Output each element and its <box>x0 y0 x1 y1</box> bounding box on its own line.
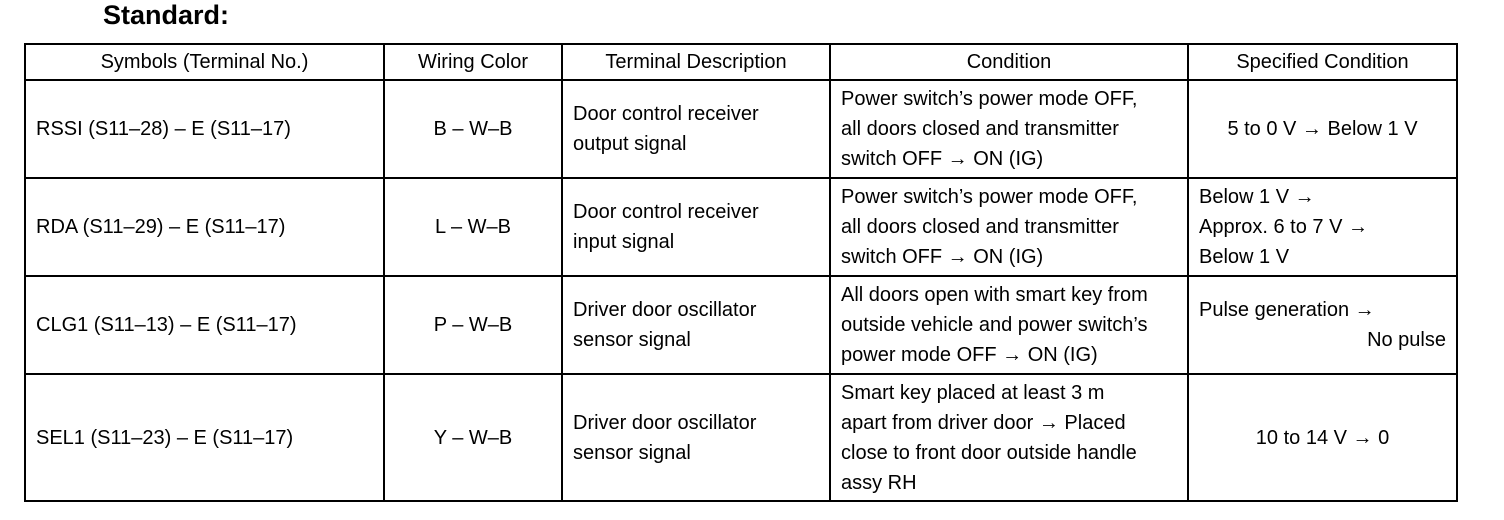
cell-condition-line: Power switch’s power mode OFF, <box>841 186 1138 208</box>
cell-condition-line: Smart key placed at least 3 m <box>841 381 1105 404</box>
cell-terminal-description: Door control receiver output signal <box>561 79 831 179</box>
cell-symbol: CLG1 (S11–13) – E (S11–17) <box>24 275 385 375</box>
cell-wiring-color: P – W–B <box>383 275 563 375</box>
cell-terminal-description-line: output signal <box>573 133 687 155</box>
header-specified-condition: Specified Condition <box>1187 43 1458 81</box>
cell-condition-line: all doors closed and transmitter <box>841 118 1119 140</box>
cell-condition: Smart key placed at least 3 m apart from … <box>829 373 1189 502</box>
cell-terminal-description-line: Door control receiver <box>573 201 759 223</box>
cell-condition: Power switch’s power mode OFF, all doors … <box>829 79 1189 179</box>
cell-condition-line: Power switch’s power mode OFF, <box>841 88 1138 110</box>
table-header-row: Symbols (Terminal No.) Wiring Color Term… <box>24 43 1458 81</box>
cell-wiring-color: L – W–B <box>383 177 563 277</box>
cell-condition: Power switch’s power mode OFF, all doors … <box>829 177 1189 277</box>
cell-terminal-description: Driver door oscillator sensor signal <box>561 373 831 502</box>
cell-terminal-description-line: Door control receiver <box>573 103 759 125</box>
cell-specified-condition: Below 1 V → Approx. 6 to 7 V → Below 1 V <box>1187 177 1458 277</box>
header-wiring-color: Wiring Color <box>383 43 563 81</box>
cell-terminal-description: Door control receiver input signal <box>561 177 831 277</box>
cell-symbol: SEL1 (S11–23) – E (S11–17) <box>24 373 385 502</box>
cell-terminal-description-line: input signal <box>573 231 675 253</box>
cell-condition: All doors open with smart key from outsid… <box>829 275 1189 375</box>
cell-specified-condition-line: Approx. 6 to 7 V → <box>1199 216 1368 238</box>
cell-specified-condition-line: No pulse <box>1367 329 1446 351</box>
cell-specified-condition: 5 to 0 V → Below 1 V <box>1187 79 1458 179</box>
header-symbols: Symbols (Terminal No.) <box>24 43 385 81</box>
cell-terminal-description-line: Driver door oscillator <box>573 411 757 434</box>
cell-terminal-description-line: sensor signal <box>573 329 691 351</box>
cell-condition-line: outside vehicle and power switch’s <box>841 314 1148 336</box>
cell-specified-condition: 10 to 14 V → 0 <box>1187 373 1458 502</box>
cell-symbol: RDA (S11–29) – E (S11–17) <box>24 177 385 277</box>
cell-terminal-description-line: Driver door oscillator <box>573 299 757 321</box>
cell-wiring-color: B – W–B <box>383 79 563 179</box>
cell-terminal-description-line: sensor signal <box>573 441 691 464</box>
cell-symbol: RSSI (S11–28) – E (S11–17) <box>24 79 385 179</box>
cell-condition-line: assy RH <box>841 471 917 494</box>
cell-wiring-color: Y – W–B <box>383 373 563 502</box>
cell-specified-condition: Pulse generation → No pulse <box>1187 275 1458 375</box>
cell-condition-line: switch OFF → ON (IG) <box>841 246 1044 268</box>
cell-condition-line: All doors open with smart key from <box>841 284 1148 306</box>
cell-condition-line: switch OFF → ON (IG) <box>841 148 1044 170</box>
cell-specified-condition-line: 5 to 0 V → Below 1 V <box>1227 118 1418 140</box>
cell-specified-condition-line: Below 1 V → <box>1199 186 1315 208</box>
cell-condition-line: apart from driver door → Placed <box>841 411 1126 434</box>
cell-specified-condition-line: Below 1 V <box>1199 246 1290 268</box>
header-terminal-description: Terminal Description <box>561 43 831 81</box>
page-heading: Standard: <box>103 0 230 30</box>
cell-condition-line: all doors closed and transmitter <box>841 216 1119 238</box>
cell-specified-condition-line: Pulse generation → <box>1199 299 1375 321</box>
cell-terminal-description: Driver door oscillator sensor signal <box>561 275 831 375</box>
cell-specified-condition-line: 10 to 14 V → 0 <box>1255 426 1390 449</box>
cell-condition-line: power mode OFF → ON (IG) <box>841 344 1098 366</box>
header-condition: Condition <box>829 43 1189 81</box>
cell-condition-line: close to front door outside handle <box>841 441 1137 464</box>
specification-table: Symbols (Terminal No.) Wiring Color Term… <box>24 43 1458 502</box>
